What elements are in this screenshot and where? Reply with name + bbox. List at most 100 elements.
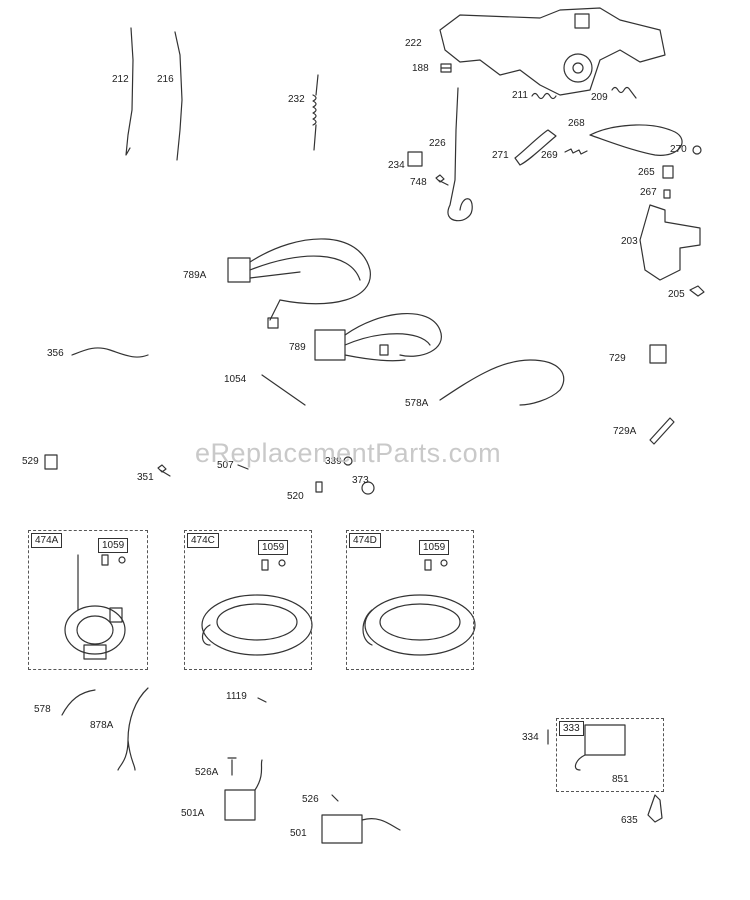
- label-789A: 789A: [183, 270, 207, 281]
- part-474c-stator: [201, 594, 313, 656]
- part-339-nut: [343, 456, 353, 466]
- kit-1059-label-c: 1059: [258, 540, 289, 555]
- label-501A: 501A: [181, 808, 205, 819]
- kit-474c-box: [184, 530, 312, 670]
- part-789-harness: [314, 312, 442, 362]
- label-209: 209: [591, 92, 608, 103]
- part-501a-module: [224, 759, 263, 821]
- kit-474c-label: 474C: [187, 533, 219, 548]
- kit-333-label: 333: [559, 721, 584, 736]
- part-216-rod: [174, 31, 183, 161]
- label-205: 205: [668, 289, 685, 300]
- label-578A: 578A: [405, 398, 429, 409]
- part-203-bracket: [639, 204, 701, 281]
- label-226: 226: [429, 138, 446, 149]
- label-268: 268: [568, 118, 585, 129]
- part-526a-screw: [227, 757, 237, 776]
- label-188: 188: [412, 63, 429, 74]
- label-216: 216: [157, 74, 174, 85]
- part-211-spring: [531, 92, 557, 100]
- part-1059-screws-a: [101, 554, 126, 566]
- label-789: 789: [289, 342, 306, 353]
- label-334: 334: [522, 732, 539, 743]
- part-212-rod: [125, 27, 134, 156]
- part-635-boot: [647, 794, 663, 823]
- part-351-screw: [157, 464, 171, 477]
- part-265-clip: [662, 165, 674, 179]
- kit-474a-box: [28, 530, 148, 670]
- part-1119-screw: [257, 697, 267, 703]
- part-474d-stator: [362, 594, 476, 656]
- label-356: 356: [47, 348, 64, 359]
- label-526: 526: [302, 794, 319, 805]
- label-269: 269: [541, 150, 558, 161]
- label-234: 234: [388, 160, 405, 171]
- part-526-screw: [331, 794, 339, 802]
- part-356-wire: [71, 347, 149, 358]
- part-878a-harness: [117, 687, 149, 771]
- part-268-cable: [589, 124, 683, 156]
- label-1119: 1119: [226, 691, 247, 702]
- part-578a-harness: [439, 359, 565, 406]
- part-507-screw: [237, 464, 249, 470]
- kit-1059-label-d: 1059: [419, 540, 450, 555]
- part-226-cable: [447, 87, 473, 222]
- kit-474d-label: 474D: [349, 533, 381, 548]
- label-878A: 878A: [90, 720, 114, 731]
- part-222-bracket: [439, 7, 666, 96]
- part-529-part: [44, 454, 58, 470]
- kit-333-box: [556, 718, 664, 792]
- part-501-module: [321, 814, 401, 844]
- label-232: 232: [288, 94, 305, 105]
- kit-474d-box: [346, 530, 474, 670]
- part-520-clip: [315, 481, 323, 493]
- label-851: 851: [612, 774, 629, 785]
- label-271: 271: [492, 150, 509, 161]
- kit-474a-label: 474A: [31, 533, 63, 548]
- part-578-wire: [61, 689, 96, 716]
- label-373: 373: [352, 475, 369, 486]
- label-635: 635: [621, 815, 638, 826]
- label-339: 339: [325, 456, 342, 467]
- label-212: 212: [112, 74, 129, 85]
- label-265: 265: [638, 167, 655, 178]
- part-729a-part: [649, 417, 675, 445]
- label-529: 529: [22, 456, 39, 467]
- part-209-spring: [611, 86, 637, 99]
- label-526A: 526A: [195, 767, 219, 778]
- part-269-spring: [564, 148, 588, 155]
- kit-1059-label-a: 1059: [98, 538, 129, 553]
- part-729-switch: [649, 344, 667, 364]
- label-748: 748: [410, 177, 427, 188]
- label-520: 520: [287, 491, 304, 502]
- part-205-clip: [689, 285, 705, 297]
- part-188-fastener: [440, 63, 452, 73]
- label-501: 501: [290, 828, 307, 839]
- label-267: 267: [640, 187, 657, 198]
- watermark: eReplacementParts.com: [195, 438, 502, 468]
- label-351: 351: [137, 472, 154, 483]
- part-234-clip: [407, 151, 423, 167]
- label-1054: 1054: [224, 374, 247, 385]
- part-1059-screws-c: [261, 559, 286, 571]
- part-789a-harness: [227, 238, 371, 329]
- part-373-nut: [361, 481, 375, 495]
- label-729: 729: [609, 353, 626, 364]
- label-729A: 729A: [613, 426, 637, 437]
- part-748-screw: [435, 174, 449, 186]
- part-232-spring: [312, 74, 319, 151]
- label-578: 578: [34, 704, 51, 715]
- label-222: 222: [405, 38, 422, 49]
- part-333-assembly: [574, 724, 626, 771]
- label-211: 211: [512, 90, 528, 101]
- label-270: 270: [670, 144, 687, 155]
- part-267-screw: [663, 189, 671, 199]
- label-203: 203: [621, 236, 638, 247]
- part-271-lever: [514, 129, 557, 166]
- part-1054-tie: [261, 374, 306, 406]
- part-474a-assembly: [64, 554, 126, 660]
- label-507: 507: [217, 460, 234, 471]
- part-1059-screws-d: [424, 559, 448, 571]
- part-270-nut: [692, 145, 702, 155]
